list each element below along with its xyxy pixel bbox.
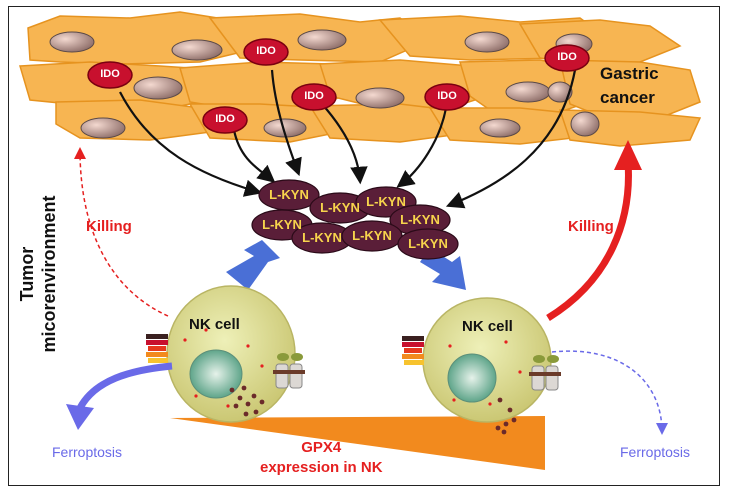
ferroptosis-arrow-left: [66, 362, 173, 430]
ido-label: IDO: [215, 113, 235, 125]
killing-label-right: Killing: [568, 218, 614, 235]
nk-granules-right: [495, 397, 517, 435]
ido-label: IDO: [256, 45, 276, 57]
receptor-icon-right: [402, 336, 424, 365]
gastric-label-line1: Gastric: [600, 64, 659, 83]
ferroptosis-arrow-right: [551, 350, 668, 435]
gastric-cancer-label: Gastric cancer: [600, 62, 659, 110]
receptor-icon-left: [146, 334, 168, 363]
kyn-label: L-KYN: [262, 217, 302, 232]
nk-red-dots-right: [448, 340, 522, 406]
transporter-icon-left: [273, 353, 305, 389]
killing-label-left: Killing: [86, 218, 132, 235]
gpx4-label: GPX4 expression in NK: [260, 438, 383, 478]
ferroptosis-label-left: Ferroptosis: [52, 444, 123, 460]
nk-cell-left: [166, 285, 296, 423]
kyn-label: L-KYN: [352, 228, 392, 243]
ido-to-kyn-arrows: [119, 69, 577, 209]
transporter-icon-right: [529, 355, 561, 391]
nk-cell-label-left: NK cell: [189, 316, 240, 333]
tumor-label-line2: micorenvironment: [39, 195, 59, 353]
gpx4-label-line2: expression in NK: [260, 459, 383, 476]
kyn-label: L-KYN: [269, 187, 309, 202]
ido-enzymes: [87, 38, 590, 134]
ido-label: IDO: [304, 90, 324, 102]
gpx4-gradient-wedge: [170, 416, 545, 470]
kyn-label: L-KYN: [320, 200, 360, 215]
kyn-label: L-KYN: [302, 230, 342, 245]
ferroptosis-label-right: Ferroptosis: [620, 444, 691, 460]
ido-label: IDO: [437, 90, 457, 102]
kyn-label: L-KYN: [366, 194, 406, 209]
nk-red-dots-left: [183, 328, 264, 408]
tumor-label-line1: Tumor: [17, 246, 37, 302]
ido-label: IDO: [557, 51, 577, 63]
nk-cell-label-right: NK cell: [462, 318, 513, 335]
nk-granules-left: [229, 385, 265, 417]
nk-cell-right: [422, 297, 552, 423]
kyn-cluster: [251, 179, 459, 260]
gastric-label-line2: cancer: [600, 88, 655, 107]
gpx4-label-line1: GPX4: [301, 439, 342, 456]
ido-label: IDO: [100, 68, 120, 80]
tumor-microenvironment-label: Tumor micorenvironment: [16, 174, 60, 374]
kyn-label: L-KYN: [400, 212, 440, 227]
killing-arrow-left: [74, 147, 169, 317]
kyn-label: L-KYN: [408, 236, 448, 251]
killing-arrow-right: [546, 140, 642, 321]
